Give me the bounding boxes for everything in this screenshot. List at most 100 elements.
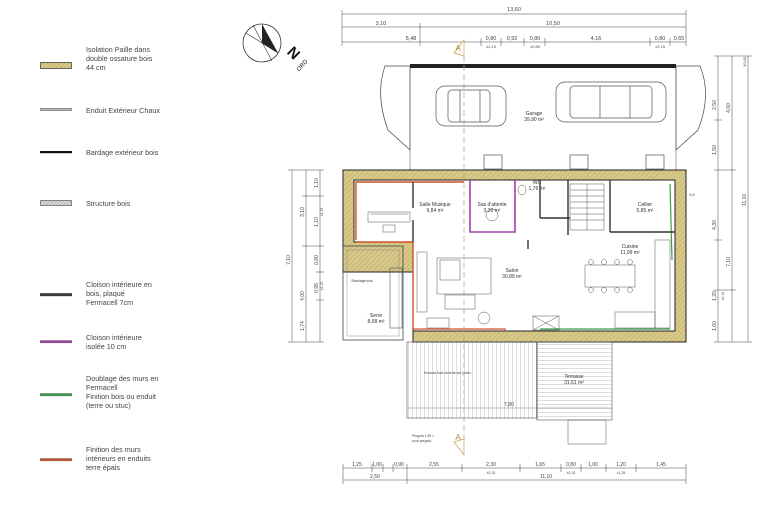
section-line: A A (453, 38, 465, 457)
dim-left: 7,10 (286, 255, 292, 265)
north-text: ORD (296, 58, 310, 73)
entrance-mat (532, 315, 560, 331)
legend-label: Enduit Extérieur Chaux (86, 106, 160, 115)
dim-bottom: 1,65 (535, 462, 545, 468)
dim-top-sub: ±2,15 (486, 44, 497, 49)
dim-left: 3,10 (300, 207, 306, 217)
room-area: 1,76 m² (529, 186, 546, 192)
armchair-icon (477, 311, 491, 325)
dim-bottom: 2,50 (370, 474, 380, 480)
north-letter: N (283, 44, 303, 64)
terrace-deck: 7,80 Terrasse bois ouverte sur jardin Pe… (406, 341, 613, 445)
dim-right: 1,60 (712, 321, 718, 331)
legend-item-lime-render: Enduit Extérieur Chaux (40, 106, 290, 126)
dim-left: 1,10 (314, 217, 320, 227)
room-name: Salon (506, 268, 519, 274)
dim-bottom-sub: ±2,15 (487, 471, 496, 475)
dim-left: 0,95 (314, 283, 320, 293)
dim-right: 4,30 (712, 220, 718, 230)
bottom-dimensions (342, 464, 687, 484)
earth-render-line (355, 181, 464, 240)
room-area: 30,89 m² (502, 274, 522, 280)
garage-beam (410, 64, 676, 68)
grey-line-swatch (40, 108, 72, 111)
room-name: WC (533, 180, 542, 186)
room-area: 5,85 m² (637, 208, 654, 214)
dim-right: ±2,15 (721, 292, 725, 301)
orange-line-swatch (40, 458, 72, 462)
dim-right: 1,50 (712, 145, 718, 155)
room-area: 8,68 m² (368, 319, 385, 325)
legend-label: Structure bois (86, 199, 131, 208)
dim-bottom: 1,25 (352, 462, 362, 468)
dim-top: 0,80 (530, 36, 541, 42)
legend-label: Bardage extérieur bois (86, 148, 159, 157)
terrace-dim: 7,80 (504, 402, 514, 408)
earth-render-line (413, 328, 506, 331)
room-name-garage: Garage (526, 111, 543, 117)
room-name: Terrasse (564, 374, 583, 380)
north-pointer-icon (262, 24, 278, 53)
dim-bottom-sub: ±2,15 (567, 471, 576, 475)
left-dimensions (288, 169, 324, 343)
car-icon (435, 85, 507, 127)
dim-right: 11,10 (742, 194, 748, 206)
legend-item-cladding: Bardage extérieur bois (40, 148, 290, 168)
dim-bottom: 11,10 (540, 474, 552, 480)
dim-bottom: 1,00 (372, 462, 382, 468)
garage: Garage 39,90 m² (380, 64, 706, 170)
table-icon (444, 294, 476, 310)
legend-item-structure: Structure bois (40, 199, 290, 219)
dim-right: 10,00 (742, 56, 747, 67)
fermacell-line (669, 183, 673, 261)
dim-bottom: 1,00 (588, 462, 598, 468)
dim-bottom: 1,45 (656, 462, 666, 468)
room-area: 9,84 m² (427, 208, 444, 214)
room-name: Salle Musique (419, 202, 451, 208)
section-marker-icon (453, 438, 465, 457)
pergola-label: Pergola 1,50 × (412, 434, 434, 438)
room-name: Cuisine (622, 244, 639, 250)
staircase (569, 183, 605, 231)
room-area: 31,61 m² (564, 380, 584, 386)
dim-top: 0,80 (486, 36, 497, 42)
section-marker-icon (453, 38, 465, 57)
purple-line-swatch (40, 340, 72, 344)
van-icon (555, 81, 667, 123)
straw-hatch-swatch (40, 62, 72, 69)
dim-bottom: 0,90 (394, 462, 404, 468)
toilet-icon (517, 184, 527, 196)
dim-left: 0,80 (314, 255, 320, 265)
dim-top: 5,48 (406, 36, 417, 42)
room-area: 3,30 m² (484, 208, 501, 214)
dim-left: ±2,15 (320, 208, 324, 217)
dim-top: 3,10 (376, 21, 387, 27)
interior-partitions (412, 180, 675, 249)
room-area-garage: 39,90 m² (524, 117, 544, 123)
terrace-note: Terrasse bois ouverte sur jardin (423, 371, 470, 375)
dim-bottom-sub: ±1,25 (617, 471, 626, 475)
greenhouse (342, 245, 404, 341)
dim-right: 7,10 (726, 257, 732, 267)
dim-bottom: 1,20 (616, 462, 626, 468)
dim-top-sub: ±0,80 (530, 44, 541, 49)
room-labels: Salle Musique 9,84 m² Sas d'attente 3,30… (351, 180, 653, 386)
dim-top-sub: ±2,15 (655, 44, 666, 49)
grey-hatch-swatch (40, 200, 72, 206)
room-name: Serre (370, 313, 382, 319)
kitchen-counter (654, 239, 671, 329)
dim-bottom: 2,30 (486, 462, 496, 468)
dim-top: 0,92 (507, 36, 518, 42)
dim-left: 4,00 (300, 291, 306, 301)
dining-table-icon (584, 264, 636, 288)
